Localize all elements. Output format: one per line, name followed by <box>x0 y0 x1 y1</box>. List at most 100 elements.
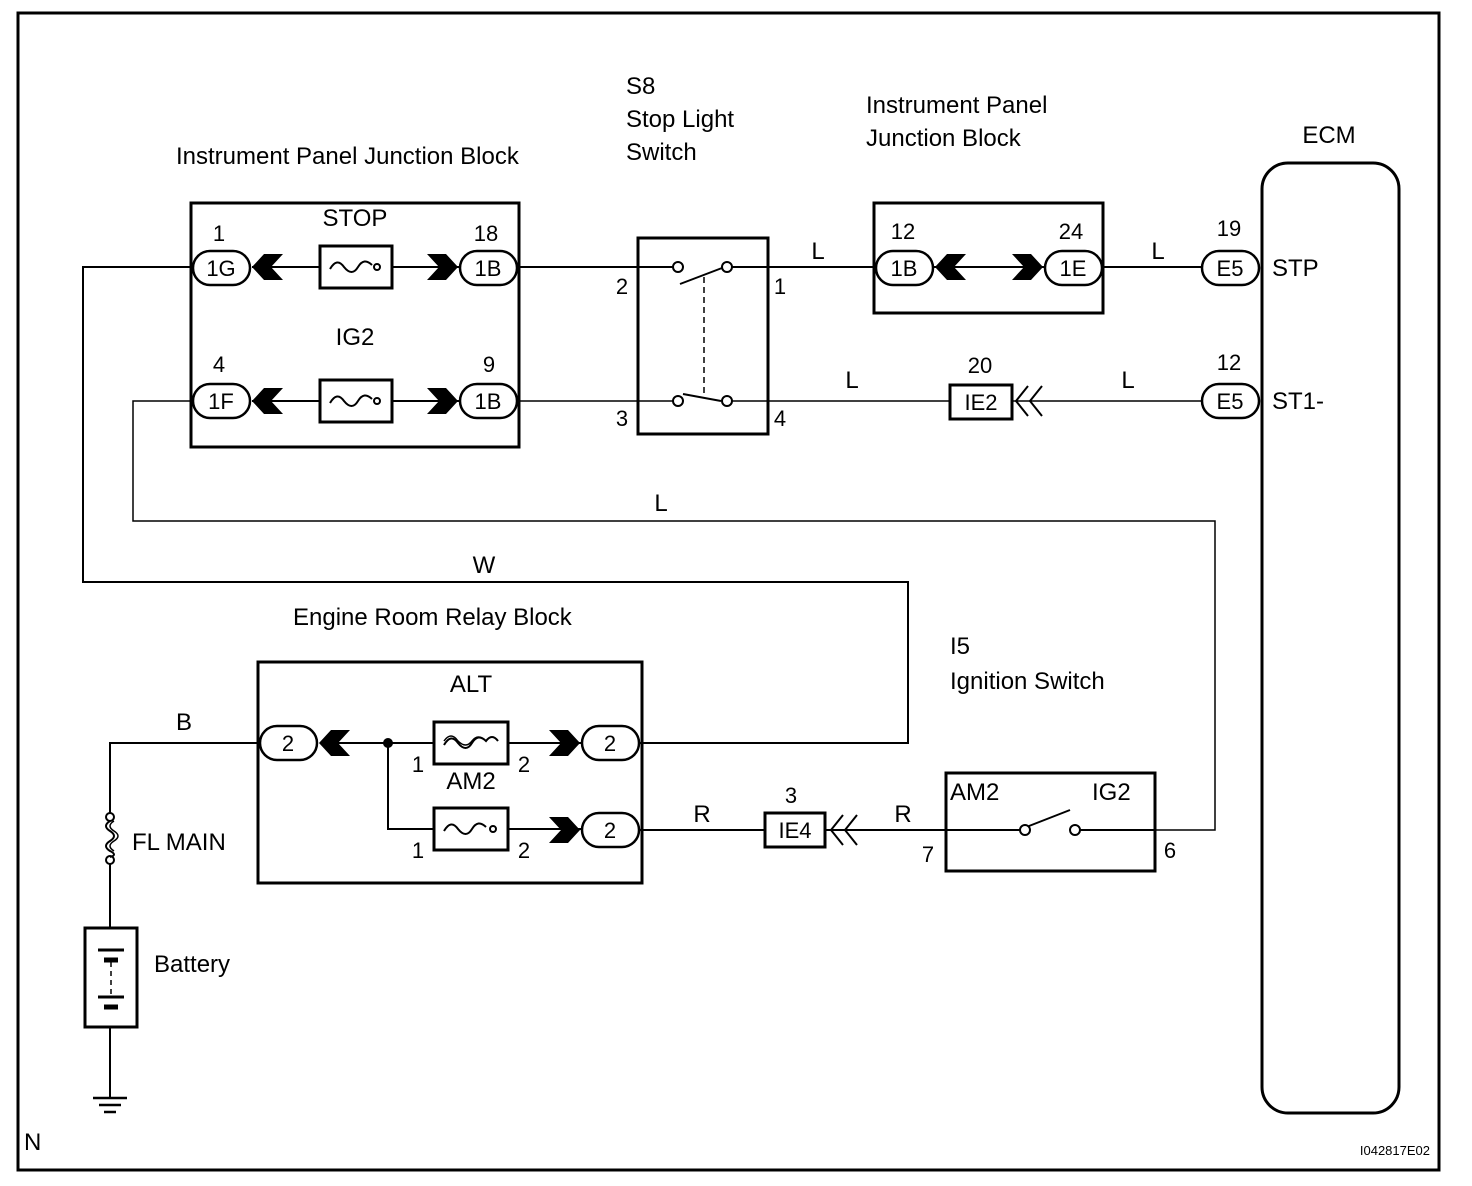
s8-name-line1: Stop Light <box>626 106 734 133</box>
battery-label: Battery <box>154 951 230 978</box>
ip-junction-block-right: Instrument Panel Junction Block 12 1B 24… <box>866 92 1105 315</box>
connector-ie4-label: IE4 <box>778 818 811 843</box>
connector-1b-jb-label: 1B <box>891 256 918 281</box>
s8-contact-3 <box>672 395 684 407</box>
s8-pin-2: 2 <box>616 274 628 299</box>
connector-1e-label: 1E <box>1060 256 1087 281</box>
ie2-chevron-1 <box>1014 385 1029 417</box>
pin-24: 24 <box>1059 219 1083 244</box>
arrow-er-in <box>319 730 350 756</box>
wire-am2-branch <box>387 743 434 830</box>
connector-1g <box>191 249 252 287</box>
diagram-frame <box>16 11 1441 1172</box>
connector-1b-ig2 <box>458 382 519 420</box>
s8-contact-4 <box>721 395 733 407</box>
connector-ie2-label: IE2 <box>964 390 997 415</box>
er-relay-block-box <box>256 660 644 885</box>
alt-pin-2: 2 <box>518 752 530 777</box>
ip-jb-right-label-1: Instrument Panel <box>866 92 1047 119</box>
connector-e5-stp <box>1200 249 1261 287</box>
engine-room-relay-block: Engine Room Relay Block 2 ALT 1 2 2 AM2 … <box>256 604 644 885</box>
ip-jb-right-label-2: Junction Block <box>866 125 1022 152</box>
arrow-1b-jb <box>935 254 966 280</box>
wire-color-labels: L L L L L W B R R <box>176 238 1165 828</box>
connector-e5-stp-label: E5 <box>1217 256 1244 281</box>
fuse-alt <box>432 720 510 766</box>
wire-color-w: W <box>473 552 496 579</box>
arrow-1b-ig2 <box>427 388 458 414</box>
connector-e5-st1-label: E5 <box>1217 389 1244 414</box>
ie4-chevron-2 <box>843 814 858 846</box>
arrow-1g <box>252 254 283 280</box>
connector-1e <box>1043 249 1104 287</box>
battery-box <box>83 926 139 1029</box>
connector-e5-st1 <box>1200 382 1261 420</box>
fuse-alt-element <box>443 736 499 749</box>
pin-9-number: 9 <box>483 352 495 377</box>
fuse-alt-label: ALT <box>450 671 493 698</box>
fuse-am2 <box>432 806 510 852</box>
pin-19: 19 <box>1217 216 1241 241</box>
wire-b <box>109 742 260 814</box>
wire-color-r-1: R <box>693 801 710 828</box>
ecm-box <box>1260 161 1401 1115</box>
s8-upper-blade <box>679 267 723 285</box>
fl-main-terminal-bottom <box>105 855 115 865</box>
pin-12-e5: 12 <box>1217 350 1241 375</box>
stop-light-switch: S8 Stop Light Switch 2 1 3 4 <box>616 73 786 436</box>
connector-1f-label: 1F <box>208 389 234 414</box>
figure-id-label: I042817E02 <box>1360 1143 1430 1158</box>
fuse-stop-label: STOP <box>323 205 388 232</box>
corner-n-label: N <box>24 1129 41 1156</box>
connector-er-2-alt-label: 2 <box>604 731 616 756</box>
fuse-stop <box>318 244 394 290</box>
fuse-alt-element-2 <box>443 735 487 746</box>
fuse-ig2-label: IG2 <box>336 324 375 351</box>
arrow-1e <box>1012 254 1043 280</box>
fuse-ig2-terminal <box>373 397 381 405</box>
er-relay-block-label: Engine Room Relay Block <box>293 604 573 631</box>
connector-ie4-group: 3 IE4 <box>763 783 858 849</box>
wire-color-l-4: L <box>1121 367 1134 394</box>
i5-code: I5 <box>950 633 970 660</box>
wire-color-l-2: L <box>1151 238 1164 265</box>
fuse-stop-element <box>329 260 373 273</box>
ig-pin-7: 7 <box>922 842 934 867</box>
connector-1g-label: 1G <box>206 256 235 281</box>
ie4-chevron-1 <box>829 814 844 846</box>
arrow-1b-stop <box>427 254 458 280</box>
ecm: ECM 19 E5 STP 12 E5 ST1- <box>1200 122 1401 1115</box>
connector-er-2-alt <box>580 724 641 762</box>
fuse-am2-element <box>443 822 487 835</box>
s8-lower-blade <box>682 393 722 402</box>
s8-name-line2: Switch <box>626 139 697 166</box>
terminal-st1: ST1- <box>1272 388 1324 415</box>
fuse-stop-terminal <box>373 263 381 271</box>
connector-er-2-am2 <box>580 811 641 849</box>
wire-w <box>82 266 909 744</box>
ignition-switch: I5 Ignition Switch AM2 IG2 7 6 <box>922 633 1176 873</box>
terminal-am2: AM2 <box>950 779 999 806</box>
connector-er-2-am2-label: 2 <box>604 818 616 843</box>
i5-box <box>944 771 1157 873</box>
ie4-pin-3: 3 <box>785 783 797 808</box>
i5-blade <box>1028 809 1071 827</box>
pin-18-number: 18 <box>474 221 498 246</box>
s8-pin-3: 3 <box>616 406 628 431</box>
ip-junction-block-left: Instrument Panel Junction Block STOP IG2… <box>176 143 521 449</box>
s8-contact-1 <box>721 261 733 273</box>
alt-pin-1: 1 <box>412 752 424 777</box>
fuse-ig2 <box>318 378 394 424</box>
i5-contact-am2 <box>1019 824 1031 836</box>
fl-main-fusible-link <box>105 820 115 858</box>
connector-1b-stop-label: 1B <box>475 256 502 281</box>
pin-12-jb: 12 <box>891 219 915 244</box>
i5-contact-ig2 <box>1069 824 1081 836</box>
terminal-ig2: IG2 <box>1092 779 1131 806</box>
wire-l-ig2 <box>132 400 1216 831</box>
connector-ie2-group: 20 IE2 <box>948 353 1043 421</box>
arrow-1f <box>252 388 283 414</box>
connector-1b-ig2-label: 1B <box>475 389 502 414</box>
am2-pin-1: 1 <box>412 838 424 863</box>
